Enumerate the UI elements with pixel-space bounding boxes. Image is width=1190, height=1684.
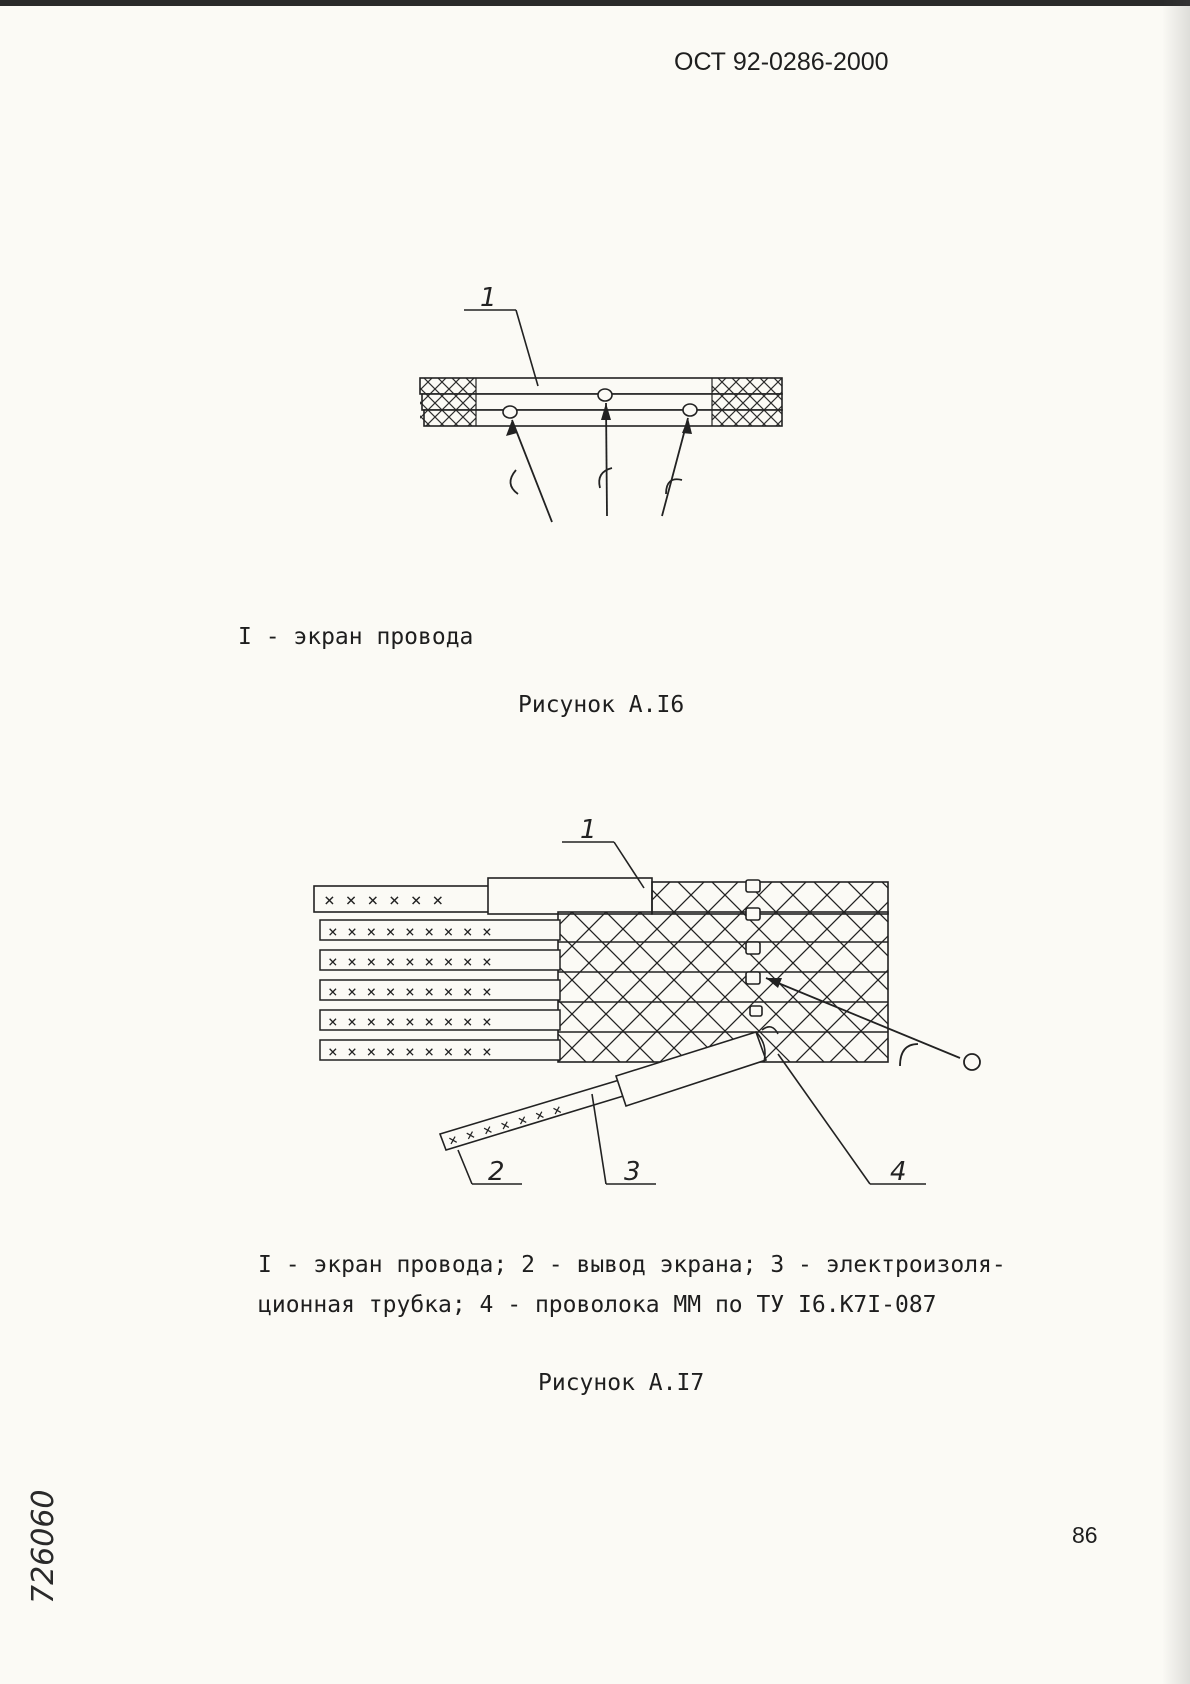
- leader-1-line: [613, 841, 645, 889]
- svg-text:× × × × × × × × ×: × × × × × × × × ×: [328, 982, 492, 1001]
- scan-edge-shadow: [1162, 0, 1190, 1684]
- puncture-hole-3: [682, 403, 698, 417]
- label-2: 2: [488, 1157, 505, 1187]
- figure-a17-title: Рисунок А.I7: [538, 1370, 705, 1396]
- svg-text:× × × × × × ×: × × × × × × ×: [446, 1100, 564, 1150]
- label-1: 1: [480, 283, 497, 313]
- label-1: 1: [580, 815, 597, 845]
- top-sleeve: [487, 877, 653, 915]
- label-3: 3: [624, 1157, 641, 1187]
- puncture-hole-2: [597, 388, 613, 402]
- needle-3: [661, 417, 689, 517]
- document-code: ОСТ 92-0286-2000: [674, 48, 889, 76]
- figure-a16-title: Рисунок А.I6: [518, 692, 685, 718]
- svg-text:× × × × × × × × ×: × × × × × × × × ×: [328, 922, 492, 941]
- leader-1-line: [515, 309, 539, 387]
- label-4: 4: [890, 1157, 907, 1187]
- figure-a16-caption: I - экран провода: [238, 624, 474, 650]
- page-top-border: [0, 0, 1190, 6]
- shield-top-row: [651, 881, 889, 915]
- insulating-tube: [614, 1031, 768, 1108]
- wire-bundle-left: × × × × × × × × × × × × × × × × × × × × …: [319, 919, 561, 1061]
- figure-a17-caption-line1: I - экран провода; 2 - вывод экрана; 3 -…: [258, 1252, 1006, 1278]
- needle-line: [765, 977, 961, 1059]
- figure-a16-drawing: 1: [419, 283, 783, 523]
- binding-wire-loops: [745, 879, 763, 1017]
- leader-3-line: [591, 1093, 607, 1185]
- leader-2-line: [457, 1149, 473, 1185]
- bundle-shield: [557, 911, 889, 1063]
- needle-eye: [963, 1053, 981, 1071]
- leader-4-line: [777, 1053, 871, 1185]
- needle-2: [605, 402, 608, 517]
- puncture-hole-1: [502, 405, 518, 419]
- svg-text:× × × × × × × × ×: × × × × × × × × ×: [328, 1012, 492, 1031]
- needle-1: [511, 419, 553, 523]
- svg-text:× × × × × × × × ×: × × × × × × × × ×: [328, 952, 492, 971]
- shield-hatch-left: [420, 378, 476, 426]
- svg-text:× × × × × × × × ×: × × × × × × × × ×: [328, 1042, 492, 1061]
- needle-hook: [899, 1043, 919, 1067]
- page-number: 86: [1072, 1522, 1098, 1548]
- shield-hatch-right: [712, 378, 782, 426]
- figure-a17-caption-line2: ционная трубка; 4 - проволока ММ по ТУ I…: [258, 1292, 937, 1318]
- figure-a17-drawing: × × × × × × × × × × × × × × × × × × × × …: [313, 815, 981, 1187]
- needle-2-hook: [598, 467, 613, 489]
- archive-handwritten-number: 726060: [26, 1489, 61, 1604]
- svg-text:× × × × × ×: × × × × × ×: [324, 890, 443, 911]
- needle-1-hook: [509, 469, 519, 495]
- needle-3-hook: [665, 478, 683, 495]
